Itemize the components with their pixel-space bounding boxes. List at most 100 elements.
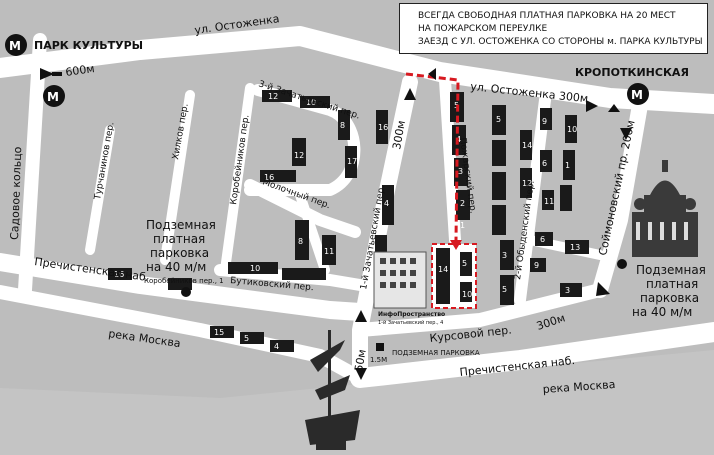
road-prechistenskaya-left	[0, 253, 369, 321]
house-number: 12	[522, 179, 532, 188]
building-blocks	[108, 90, 589, 352]
house-number: 8	[298, 237, 303, 246]
parking-left-line4: на 40 м/м	[146, 260, 206, 274]
direction-arrows	[40, 68, 632, 380]
house-number: 13	[570, 243, 580, 252]
label-river-right: река Москва	[542, 378, 616, 396]
metro-icon-park: М	[5, 34, 27, 56]
parking-right-line2: платная	[646, 277, 698, 291]
label-600m: 600м	[65, 62, 96, 79]
road-ostozhenka	[0, 26, 714, 114]
building-block	[460, 252, 472, 276]
house-number: 16	[114, 270, 124, 279]
house-number: 3	[565, 286, 570, 295]
road-soymonovsky	[592, 97, 648, 298]
river-area	[0, 350, 714, 455]
metro-park-kultury: ПАРК КУЛЬТУРЫ	[34, 39, 143, 52]
house-number: 11	[324, 247, 334, 256]
arrow-down-small	[355, 368, 367, 380]
parking-left-line3: парковка	[150, 246, 209, 260]
house-number: 10	[306, 98, 316, 107]
metro-kropotkinskaya: КРОПОТКИНСКАЯ	[575, 66, 689, 79]
info-line-1: ВСЕГДА СВОБОДНАЯ ПЛАТНАЯ ПАРКОВКА НА 20 …	[418, 11, 676, 21]
road-molochny	[244, 179, 361, 238]
parking-right-line4: на 40 м/м	[632, 305, 692, 319]
arrow-kursovoy	[596, 282, 610, 296]
house-number: 4	[384, 199, 389, 208]
house-number: 16	[378, 123, 388, 132]
house-number: 14	[438, 265, 448, 274]
house-number: 14	[522, 141, 532, 150]
house-number: 12	[268, 92, 278, 101]
metro-icon-kropotkinskaya: М	[627, 83, 649, 105]
house-number: 12	[294, 151, 304, 160]
house-number: 1	[460, 221, 465, 230]
arrow-up	[404, 88, 416, 100]
arrow-down	[620, 128, 632, 140]
house-number: 1	[565, 161, 570, 170]
house-number: 5	[496, 115, 501, 124]
arrow-up-small	[355, 310, 367, 322]
svg-text:М: М	[47, 90, 59, 104]
svg-text:М: М	[631, 88, 643, 102]
house-number: 5	[502, 285, 507, 294]
parking-right-marker	[617, 259, 627, 269]
info-box: ВСЕГДА СВОБОДНАЯ ПЛАТНАЯ ПАРКОВКА НА 20 …	[399, 3, 708, 54]
road-khilkov	[160, 90, 195, 265]
house-number: 8	[340, 121, 345, 130]
building-addr: 1-й Зачатьевский пер., 4	[378, 319, 443, 326]
house-number: 17	[347, 157, 357, 166]
route-path	[405, 72, 460, 241]
building-block	[460, 282, 472, 302]
road-sadovoe	[18, 33, 47, 297]
house-number: 10	[462, 290, 472, 299]
info-line-2: НА ПОЖАРСКОМ ПЕРЕУЛКЕ	[418, 24, 548, 34]
parking-left-addr: Коробейников пер., 1	[144, 277, 224, 285]
road-zachatyevsky1	[352, 74, 418, 386]
route-arrow	[450, 240, 462, 250]
house-number: 6	[540, 235, 545, 244]
parking-right-line3: парковка	[640, 291, 699, 305]
parking-left-marker	[181, 287, 191, 297]
road-zachatyevsky3-link	[295, 190, 330, 275]
house-number: 5	[462, 259, 467, 268]
house-number: 3	[458, 167, 463, 176]
road-prechistenskaya-right	[350, 322, 714, 388]
scale-label: 1.5М	[370, 356, 387, 364]
house-number: 6	[542, 159, 547, 168]
house-number: 3	[502, 251, 507, 260]
parking-left-line2: платная	[153, 232, 205, 246]
arrow-left-ostozhenka	[428, 68, 436, 80]
road-kursovoy	[353, 283, 607, 337]
building-logo: ИнфоПространство 1-й Зачатьевский пер., …	[373, 251, 445, 326]
house-number: 10	[567, 125, 577, 134]
underground-parking-label: ПОДЗЕМНАЯ ПАРКОВКА	[392, 349, 480, 357]
parking-left-line1: Подземная	[146, 218, 216, 232]
statue-icon	[305, 330, 360, 450]
label-50m: 50м	[352, 348, 369, 372]
info-line-3: ЗАЕЗД С УЛ. ОСТОЖЕНКА СО СТОРОНЫ м. ПАРК…	[418, 37, 703, 47]
label-300m-vert: 300м	[390, 119, 408, 150]
road-obydensky2	[514, 94, 551, 306]
house-number: 11	[544, 197, 554, 206]
house-number: 16	[264, 173, 274, 182]
house-number: 9	[534, 261, 539, 270]
road-korobeinikov	[220, 83, 255, 275]
building-name: ИнфоПространство	[378, 311, 445, 318]
house-numbers: 5 4 3 2 1 5 12 17 16 8 11 10 16 15 5 4 1…	[114, 92, 580, 351]
house-number: 15	[214, 328, 224, 337]
arrow-right-ostozhenka	[586, 100, 598, 112]
metro-icon-park2: М	[43, 85, 65, 107]
house-number: 2	[460, 199, 465, 208]
house-number: 10	[250, 264, 260, 273]
road-turchaninov	[85, 125, 115, 255]
svg-text:М: М	[9, 39, 21, 53]
underground-parking-marker	[376, 343, 384, 351]
house-number: 9	[542, 117, 547, 126]
label-sadovoe: Садовое кольцо	[8, 146, 24, 240]
house-number: 5	[244, 334, 249, 343]
parking-right-line1: Подземная	[636, 263, 706, 277]
building-block	[436, 248, 450, 304]
